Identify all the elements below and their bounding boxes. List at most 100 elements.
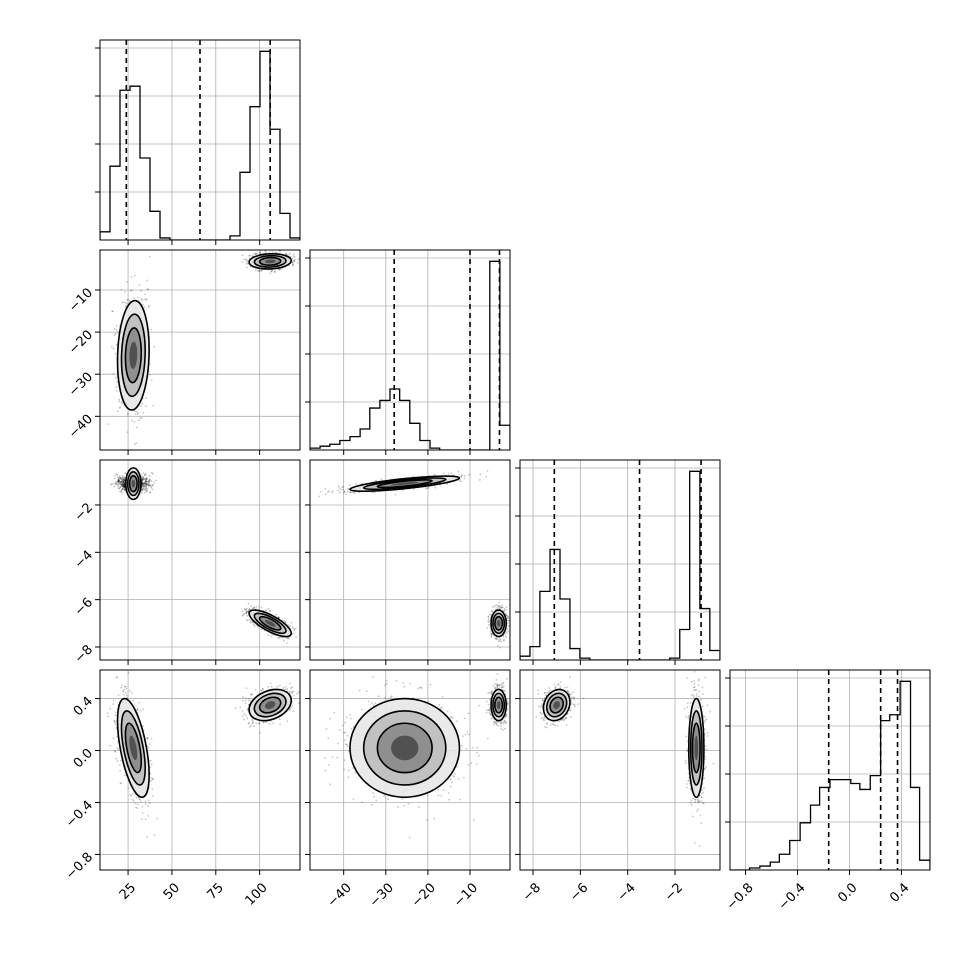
sample-point [148,306,151,308]
sample-point [115,482,118,485]
histogram-panel-1 [305,249,511,455]
sample-point [450,472,453,474]
sample-point [122,485,125,488]
sample-point [251,607,254,609]
sample-point [134,413,137,416]
sample-point [278,636,281,639]
sample-point [142,487,145,490]
sample-point [498,605,501,608]
sample-point [342,488,345,491]
sample-point [146,483,149,485]
sample-point [140,489,143,491]
sample-point [353,492,356,495]
sample-point [271,251,274,254]
sample-point [348,484,351,486]
sample-point [130,289,133,292]
contour-ring-1-0 [248,609,293,638]
sample-point [273,246,275,248]
sample-point [460,480,463,483]
sample-point [488,618,490,620]
sample-point [122,484,125,486]
sample-point [347,488,349,491]
sample-point [124,488,126,491]
sample-point [146,487,148,490]
sample-point [496,606,499,608]
sample-point [245,610,248,613]
sample-point [123,481,126,484]
sample-point [147,484,150,487]
sample-point [246,619,248,621]
sample-point [446,483,448,485]
sample-point [143,478,145,480]
sample-point [123,479,125,482]
sample-point [142,483,145,485]
y-tick-label-2-3: −2 [72,500,96,524]
sample-point [148,484,151,487]
sample-point [113,327,116,330]
sample-point [144,479,147,481]
sample-point [119,490,121,493]
sample-point [145,482,148,485]
sample-point [138,419,141,422]
sample-point [122,484,125,486]
sample-point [148,480,151,483]
sample-point [243,258,246,261]
sample-point [123,476,126,479]
sample-point [245,611,248,614]
sample-point [151,472,154,475]
panel-frame [309,249,511,451]
sample-point [261,269,263,271]
sample-point [140,491,143,494]
sample-point [118,480,121,483]
sample-point [324,493,327,496]
sample-point [447,472,450,475]
sample-point [349,491,352,494]
sample-point [120,478,123,480]
sample-point [505,614,508,617]
sample-point [118,479,121,482]
sample-point [122,301,125,303]
sample-point [505,635,507,638]
sample-point [292,263,295,266]
sample-point [121,476,123,478]
sample-point [145,485,148,488]
sample-point [116,481,119,483]
sample-point [507,615,510,618]
histogram-panel-0 [95,39,301,245]
sample-point [283,620,285,622]
sample-point [252,623,255,625]
sample-point [122,486,124,489]
sample-point [327,491,329,493]
sample-point [452,474,455,476]
sample-point [146,288,149,290]
sample-point [355,483,357,485]
sample-point [117,479,120,482]
sample-point [123,479,125,482]
contour-ring-1-1 [253,254,287,268]
sample-point [133,420,136,423]
sample-point [113,482,115,485]
sample-point [142,488,145,491]
sample-point [145,484,148,486]
sample-point [112,347,115,350]
sample-point [150,379,153,381]
sample-point [258,605,260,608]
sample-point [147,483,150,485]
sample-point [274,270,276,273]
sample-point [277,637,279,639]
sample-point [292,260,294,263]
sample-point [143,478,146,480]
sample-point [119,406,122,408]
sample-point [122,481,125,483]
sample-point [135,410,138,413]
panel-frame [99,249,301,451]
sample-point [141,478,144,481]
sample-point [123,484,125,487]
sample-point [305,266,307,268]
contour-ring-1-1 [253,612,287,635]
sample-point [126,431,129,434]
sample-point [120,289,123,291]
sample-point [293,260,296,263]
sample-point [461,474,463,477]
sample-point [113,477,116,480]
